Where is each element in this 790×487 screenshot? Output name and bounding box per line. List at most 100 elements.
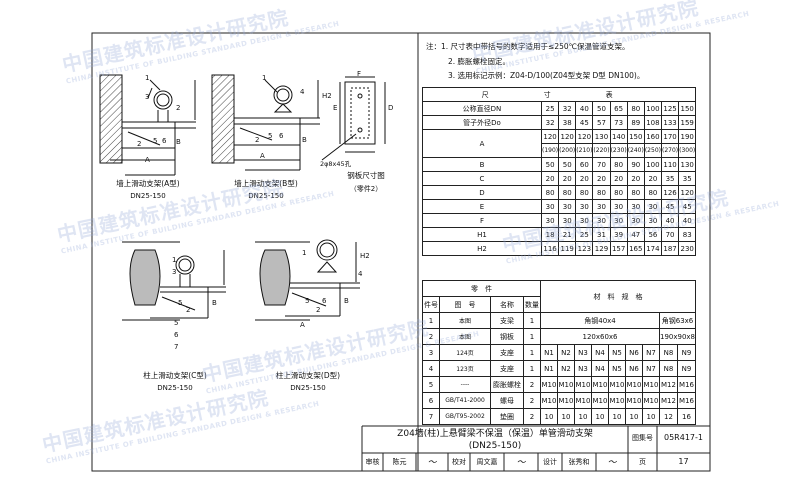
dimension-cell: 56 [643,227,662,242]
parts-cell: 1 [523,360,541,377]
caption-b: 墙上滑动支架(B型) DN25-150 [226,178,306,200]
dimension-cell: (300) [678,143,697,158]
dimension-cell: 25 [575,227,594,242]
parts-spec-cell: N7 [642,360,660,377]
dimension-cell: 20 [558,171,577,186]
dimension-cell: 130 [592,129,611,144]
design-label: 设计 [543,458,557,466]
parts-cell: 1 [523,328,541,345]
dimension-cell: 80 [558,185,577,200]
dimension-cell: 40 [678,213,697,228]
dimension-cell: 30 [540,199,560,214]
dimension-cell: 80 [592,185,611,200]
parts-spec-cell: N5 [608,360,626,377]
svg-text:A: A [145,156,150,164]
parts-spec-cell: 16 [676,408,697,425]
svg-text:5: 5 [268,132,272,140]
dimension-cell: 30 [643,213,662,228]
dimension-cell: 140 [609,129,628,144]
parts-cell: 螺母 [490,392,524,409]
parts-cell: 膨胀螺栓 [490,376,524,393]
caption-b-model: DN25-150 [248,192,284,200]
caption-c-model: DN25-150 [157,384,193,392]
svg-text:2: 2 [186,306,190,314]
dimension-cell: 30 [592,199,611,214]
dimension-cell: 50 [540,157,560,172]
check-label: 校对 [452,458,466,466]
svg-text:F: F [357,70,361,78]
plate-hole-dim: 2φ8x45孔 [320,160,352,168]
parts-cell: 5 [422,376,440,393]
dimension-row-label: E [422,199,542,214]
parts-spec-cell: N9 [676,344,697,361]
dimension-cell: 83 [678,227,697,242]
parts-spec-cell: M10 [591,376,609,393]
svg-text:B: B [176,138,181,146]
parts-cell: 2 [422,328,440,345]
note-3: 3. 选用标记示例：Z04-D/100(Z04型支架 D型 DN100)。 [448,71,645,80]
caption-plate-dim: 2φ8x45孔 [320,158,351,168]
parts-spec-cell: N1 [540,344,558,361]
page-number: 17 [678,457,689,466]
svg-text:1: 1 [172,256,176,264]
parts-spec-cell: 10 [557,408,575,425]
dimension-cell: 30 [609,199,628,214]
title-block: Z04墙(柱)上悬臂梁不保温（保温）单管滑动支架 (DN25-150) [362,426,628,453]
dimension-cell: (250) [643,143,662,158]
svg-text:H2: H2 [322,92,332,100]
parts-cell: 支座 [490,360,524,377]
dimension-cell: 165 [626,241,645,256]
dimension-cell: 80 [609,157,628,172]
parts-cell: 2 [523,376,541,393]
svg-text:3: 3 [145,93,149,101]
dimension-cell: 39 [609,227,628,242]
parts-cell: 3 [422,344,440,361]
caption-d: 柱上滑动支架(D型) DN25-150 [268,370,348,392]
dimension-cell: 35 [678,171,697,186]
dimension-cell: (230) [609,143,628,158]
dimension-cell: 50 [558,157,577,172]
dimension-cell: 157 [609,241,628,256]
drawing-subtitle: (DN25-150) [468,441,522,451]
dimension-row-label: 管子外径Do [422,115,542,130]
parts-cell: 1 [523,312,541,329]
svg-text:5: 5 [153,137,157,145]
svg-text:D: D [388,104,393,112]
dimension-cell: (220) [592,143,611,158]
note-2: 2. 膨胀螺栓固定。 [448,56,511,66]
svg-text:2: 2 [316,306,320,314]
svg-text:4: 4 [358,270,363,278]
svg-text:A: A [300,321,305,329]
dimension-cell: 190 [678,129,697,144]
parts-cell: 钢板 [490,328,524,345]
svg-text:E: E [333,104,337,112]
dimension-row-label: F [422,213,542,228]
drawing-b [211,74,320,171]
caption-d-model: DN25-150 [290,384,326,392]
design-name: 张秀和 [568,458,590,466]
parts-spec-cell: 10 [591,408,609,425]
svg-text:2: 2 [176,104,180,112]
parts-spec-cell: N1 [540,360,558,377]
dimension-row-label: C [422,171,542,186]
parts-cell: GB/T95-2002 [439,408,491,425]
svg-text:6: 6 [174,331,179,339]
dimension-cell: 70 [592,157,611,172]
dimension-cell: 120 [540,129,560,144]
parts-spec-cell: M10 [557,392,575,409]
atlas-number: 05R417-1 [664,433,703,442]
parts-cell: 2 [523,408,541,425]
parts-cell: 垫圈 [490,408,524,425]
parts-subheader-qty: 数量 [523,296,541,313]
note-1: 注：1. 尺寸表中带括号的数字适用于≤250℃保温管道支架。 [426,42,630,51]
parts-spec-cell: M10 [608,392,626,409]
svg-text:6: 6 [322,297,327,305]
dimension-cell: 120 [575,129,594,144]
dimension-cell: 187 [660,241,680,256]
dimension-cell: 80 [540,185,560,200]
dimension-cell: 80 [575,185,594,200]
